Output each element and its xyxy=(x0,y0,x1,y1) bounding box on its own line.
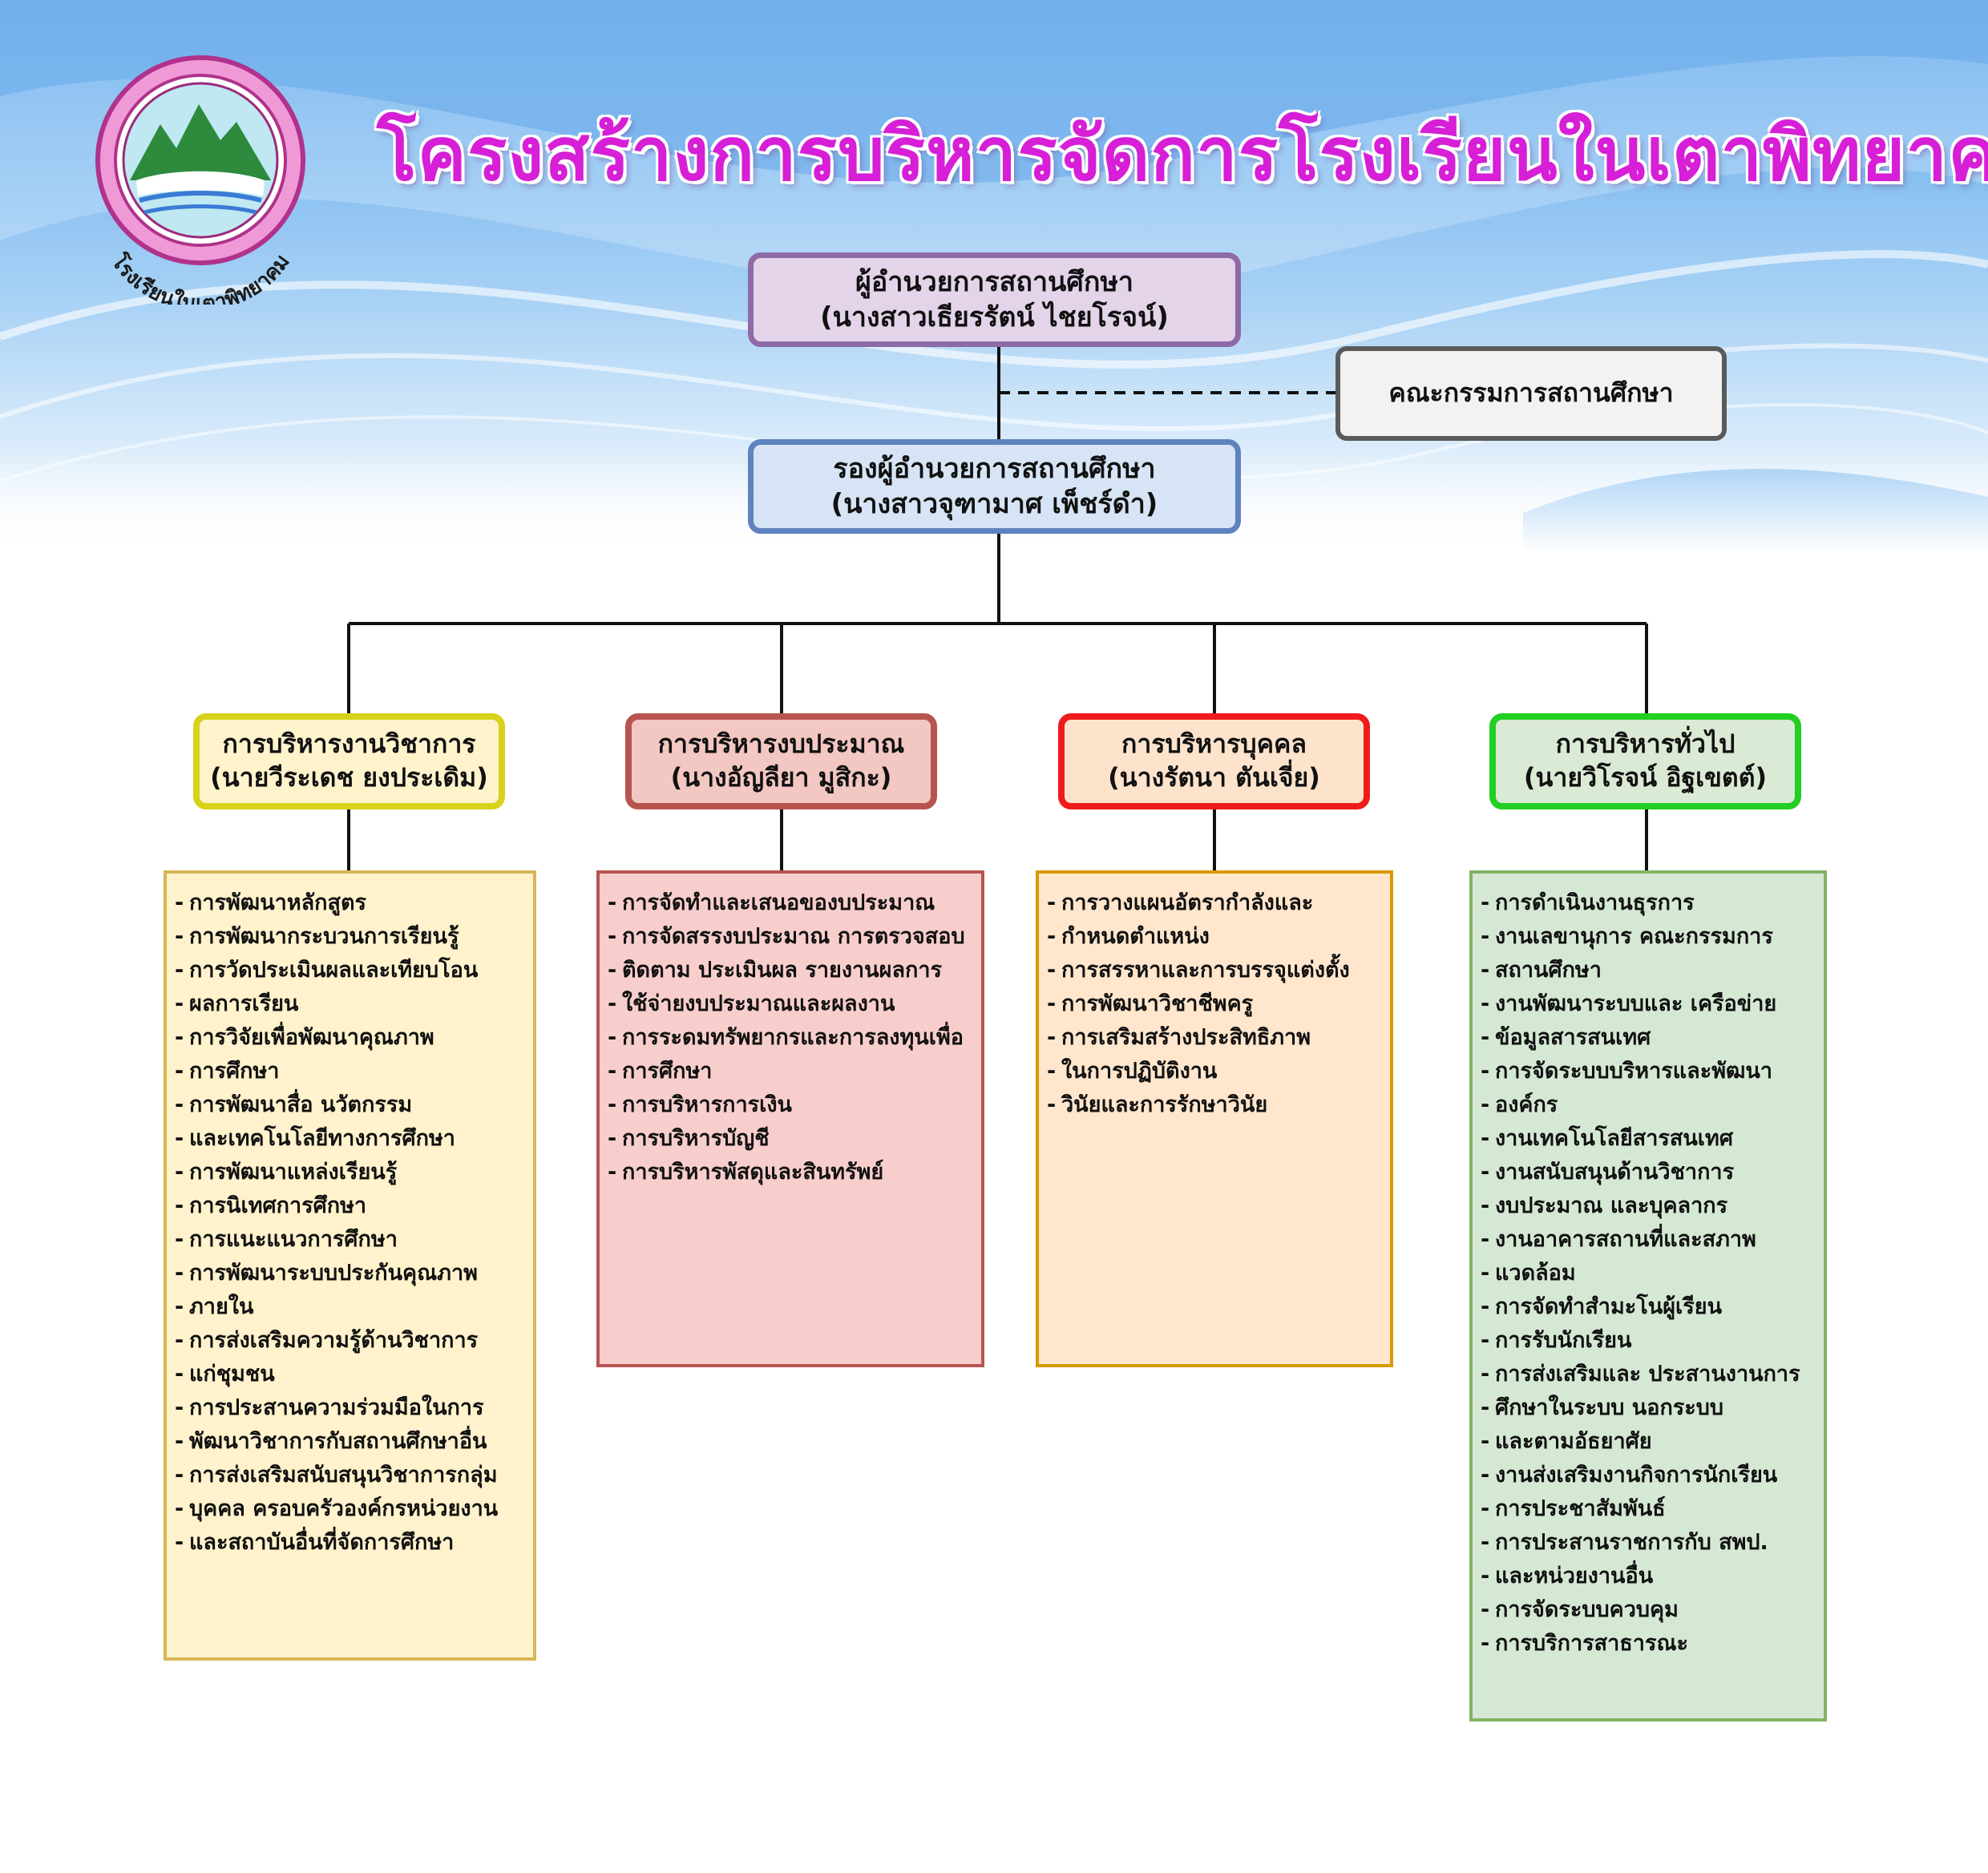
dept-budget-title: การบริหารงบประมาณ xyxy=(657,729,905,760)
list-item: การจัดทำสำมะโนผู้เรียน xyxy=(1479,1290,1816,1324)
list-item: การประชาสัมพันธ์ xyxy=(1479,1492,1816,1526)
list-item: งานอาคารสถานที่และสภาพ xyxy=(1479,1223,1816,1257)
list-item: การบริหารการเงิน xyxy=(606,1088,973,1122)
list-item: การพัฒนาสื่อ นวัตกรรม xyxy=(173,1088,525,1122)
list-item: ใช้จ่ายงบประมาณและผลงาน xyxy=(606,987,973,1021)
list-item: การวิจัยเพื่อพัฒนาคุณภาพ xyxy=(173,1021,525,1055)
dept-budget-list: การจัดทำและเสนอของบประมาณการจัดสรรงบประม… xyxy=(596,870,984,1367)
list-item: บุคคล ครอบครัวองค์กรหน่วยงาน xyxy=(173,1492,525,1526)
dept-general-box: การบริหารทั่วไป (นายวิโรจน์ อิฐเขตต์) xyxy=(1489,713,1801,809)
school-seal-logo: โรงเรียนในเตาพิทยาคม xyxy=(95,55,305,305)
list-item: การศึกษา xyxy=(173,1055,525,1088)
list-item: การพัฒนาแหล่งเรียนรู้ xyxy=(173,1156,525,1189)
committee-label: คณะกรรมการสถานศึกษา xyxy=(1388,377,1674,409)
list-item: และตามอัธยาศัย xyxy=(1479,1425,1816,1459)
dept-general-list: การดำเนินงานธุรการงานเลขานุการ คณะกรรมกา… xyxy=(1469,870,1827,1722)
list-item: การวางแผนอัตรากำลังและ xyxy=(1045,886,1382,920)
list-item: การประสานราชการกับ สพป. xyxy=(1479,1526,1816,1560)
list-item: ภายใน xyxy=(173,1290,525,1324)
director-role: ผู้อำนวยการสถานศึกษา xyxy=(855,265,1133,298)
list-item: การสรรหาและการบรรจุแต่งตั้ง xyxy=(1045,954,1382,987)
list-item: งานสนับสนุนด้านวิชาการ xyxy=(1479,1156,1816,1189)
list-item: การวัดประเมินผลและเทียบโอน xyxy=(173,954,525,987)
list-item: การนิเทศการศึกษา xyxy=(173,1189,525,1223)
list-item: ข้อมูลสารสนเทศ xyxy=(1479,1021,1816,1055)
dept-personnel-title: การบริหารบุคคล xyxy=(1121,729,1307,760)
dept-personnel-head: (นางรัตนา ตันเจี่ย) xyxy=(1108,762,1320,793)
dept-general-head: (นายวิโรจน์ อิฐเขตต์) xyxy=(1523,762,1768,793)
dept-personnel-box: การบริหารบุคคล (นางรัตนา ตันเจี่ย) xyxy=(1058,713,1370,809)
list-item: วินัยและการรักษาวินัย xyxy=(1045,1088,1382,1122)
list-item: งานเทคโนโลยีสารสนเทศ xyxy=(1479,1122,1816,1156)
dept-budget-head: (นางอัญลียา มูสิกะ) xyxy=(670,762,892,793)
list-item: ติดตาม ประเมินผล รายงานผลการ xyxy=(606,954,973,987)
list-item: การส่งเสริมและ ประสานงานการ xyxy=(1479,1358,1816,1391)
list-item: การส่งเสริมความรู้ด้านวิชาการ xyxy=(173,1324,525,1358)
list-item: งานส่งเสริมงานกิจการนักเรียน xyxy=(1479,1459,1816,1492)
list-item: การบริหารบัญชี xyxy=(606,1122,973,1156)
list-item: การแนะแนวการศึกษา xyxy=(173,1223,525,1257)
list-item: กำหนดตำแหน่ง xyxy=(1045,920,1382,954)
list-item: การพัฒนาระบบประกันคุณภาพ xyxy=(173,1257,525,1290)
committee-box: คณะกรรมการสถานศึกษา xyxy=(1335,346,1727,441)
list-item: การประสานความร่วมมือในการ xyxy=(173,1391,525,1425)
list-item: การพัฒนากระบวนการเรียนรู้ xyxy=(173,920,525,954)
dept-academic-title: การบริหารงานวิชาการ xyxy=(222,729,476,760)
deputy-role: รองผู้อำนวยการสถานศึกษา xyxy=(833,452,1156,485)
dept-general-title: การบริหารทั่วไป xyxy=(1555,729,1735,760)
page-title: โครงสร้างการบริหารจัดการโรงเรียนในเตาพิท… xyxy=(377,111,1988,197)
list-item: และหน่วยงานอื่น xyxy=(1479,1560,1816,1593)
list-item: องค์กร xyxy=(1479,1088,1816,1122)
list-item: การจัดทำและเสนอของบประมาณ xyxy=(606,886,973,920)
list-item: การบริการสาธารณะ xyxy=(1479,1627,1816,1661)
list-item: การศึกษา xyxy=(606,1055,973,1088)
deputy-name: (นางสาวจุฑามาศ เพ็ชร์ดำ) xyxy=(830,488,1158,520)
list-item: พัฒนาวิชาการกับสถานศึกษาอื่น xyxy=(173,1425,525,1459)
list-item: ศึกษาในระบบ นอกระบบ xyxy=(1479,1391,1816,1425)
list-item: การพัฒนาหลักสูตร xyxy=(173,886,525,920)
dept-academic-box: การบริหารงานวิชาการ (นายวีระเดช ยงประเดิ… xyxy=(193,713,505,809)
list-item: ในการปฏิบัติงาน xyxy=(1045,1055,1382,1088)
dept-academic-head: (นายวีระเดช ยงประเดิม) xyxy=(210,762,488,793)
list-item: งบประมาณ และบุคลากร xyxy=(1479,1189,1816,1223)
list-item: การระดมทรัพยากรและการลงทุนเพื่อ xyxy=(606,1021,973,1055)
director-box: ผู้อำนวยการสถานศึกษา (นางสาวเธียรรัตน์ ไ… xyxy=(748,252,1241,347)
list-item: การดำเนินงานธุรการ xyxy=(1479,886,1816,920)
connector-lines xyxy=(347,347,1648,870)
list-item: แวดล้อม xyxy=(1479,1257,1816,1290)
dept-academic-list: การพัฒนาหลักสูตรการพัฒนากระบวนการเรียนรู… xyxy=(164,870,536,1661)
list-item: การเสริมสร้างประสิทธิภาพ xyxy=(1045,1021,1382,1055)
list-item: การจัดระบบบริหารและพัฒนา xyxy=(1479,1055,1816,1088)
list-item: ผลการเรียน xyxy=(173,987,525,1021)
dept-personnel-list: การวางแผนอัตรากำลังและกำหนดตำแหน่งการสรร… xyxy=(1036,870,1393,1367)
list-item: การบริหารพัสดุและสินทรัพย์ xyxy=(606,1156,973,1189)
list-item: การพัฒนาวิชาชีพครู xyxy=(1045,987,1382,1021)
list-item: และสถาบันอื่นที่จัดการศึกษา xyxy=(173,1526,525,1560)
deputy-director-box: รองผู้อำนวยการสถานศึกษา (นางสาวจุฑามาศ เ… xyxy=(748,439,1241,534)
list-item: งานพัฒนาระบบและ เครือข่าย xyxy=(1479,987,1816,1021)
list-item: แก่ชุมชน xyxy=(173,1358,525,1391)
dept-budget-box: การบริหารงบประมาณ (นางอัญลียา มูสิกะ) xyxy=(625,713,937,809)
list-item: การจัดระบบควบคุม xyxy=(1479,1593,1816,1627)
list-item: การรับนักเรียน xyxy=(1479,1324,1816,1358)
list-item: การส่งเสริมสนับสนุนวิชาการกลุ่ม xyxy=(173,1459,525,1492)
list-item: สถานศึกษา xyxy=(1479,954,1816,987)
list-item: การจัดสรรงบประมาณ การตรวจสอบ xyxy=(606,920,973,954)
list-item: และเทคโนโลยีทางการศึกษา xyxy=(173,1122,525,1156)
director-name: (นางสาวเธียรรัตน์ ไชยโรจน์) xyxy=(820,301,1169,333)
list-item: งานเลขานุการ คณะกรรมการ xyxy=(1479,920,1816,954)
